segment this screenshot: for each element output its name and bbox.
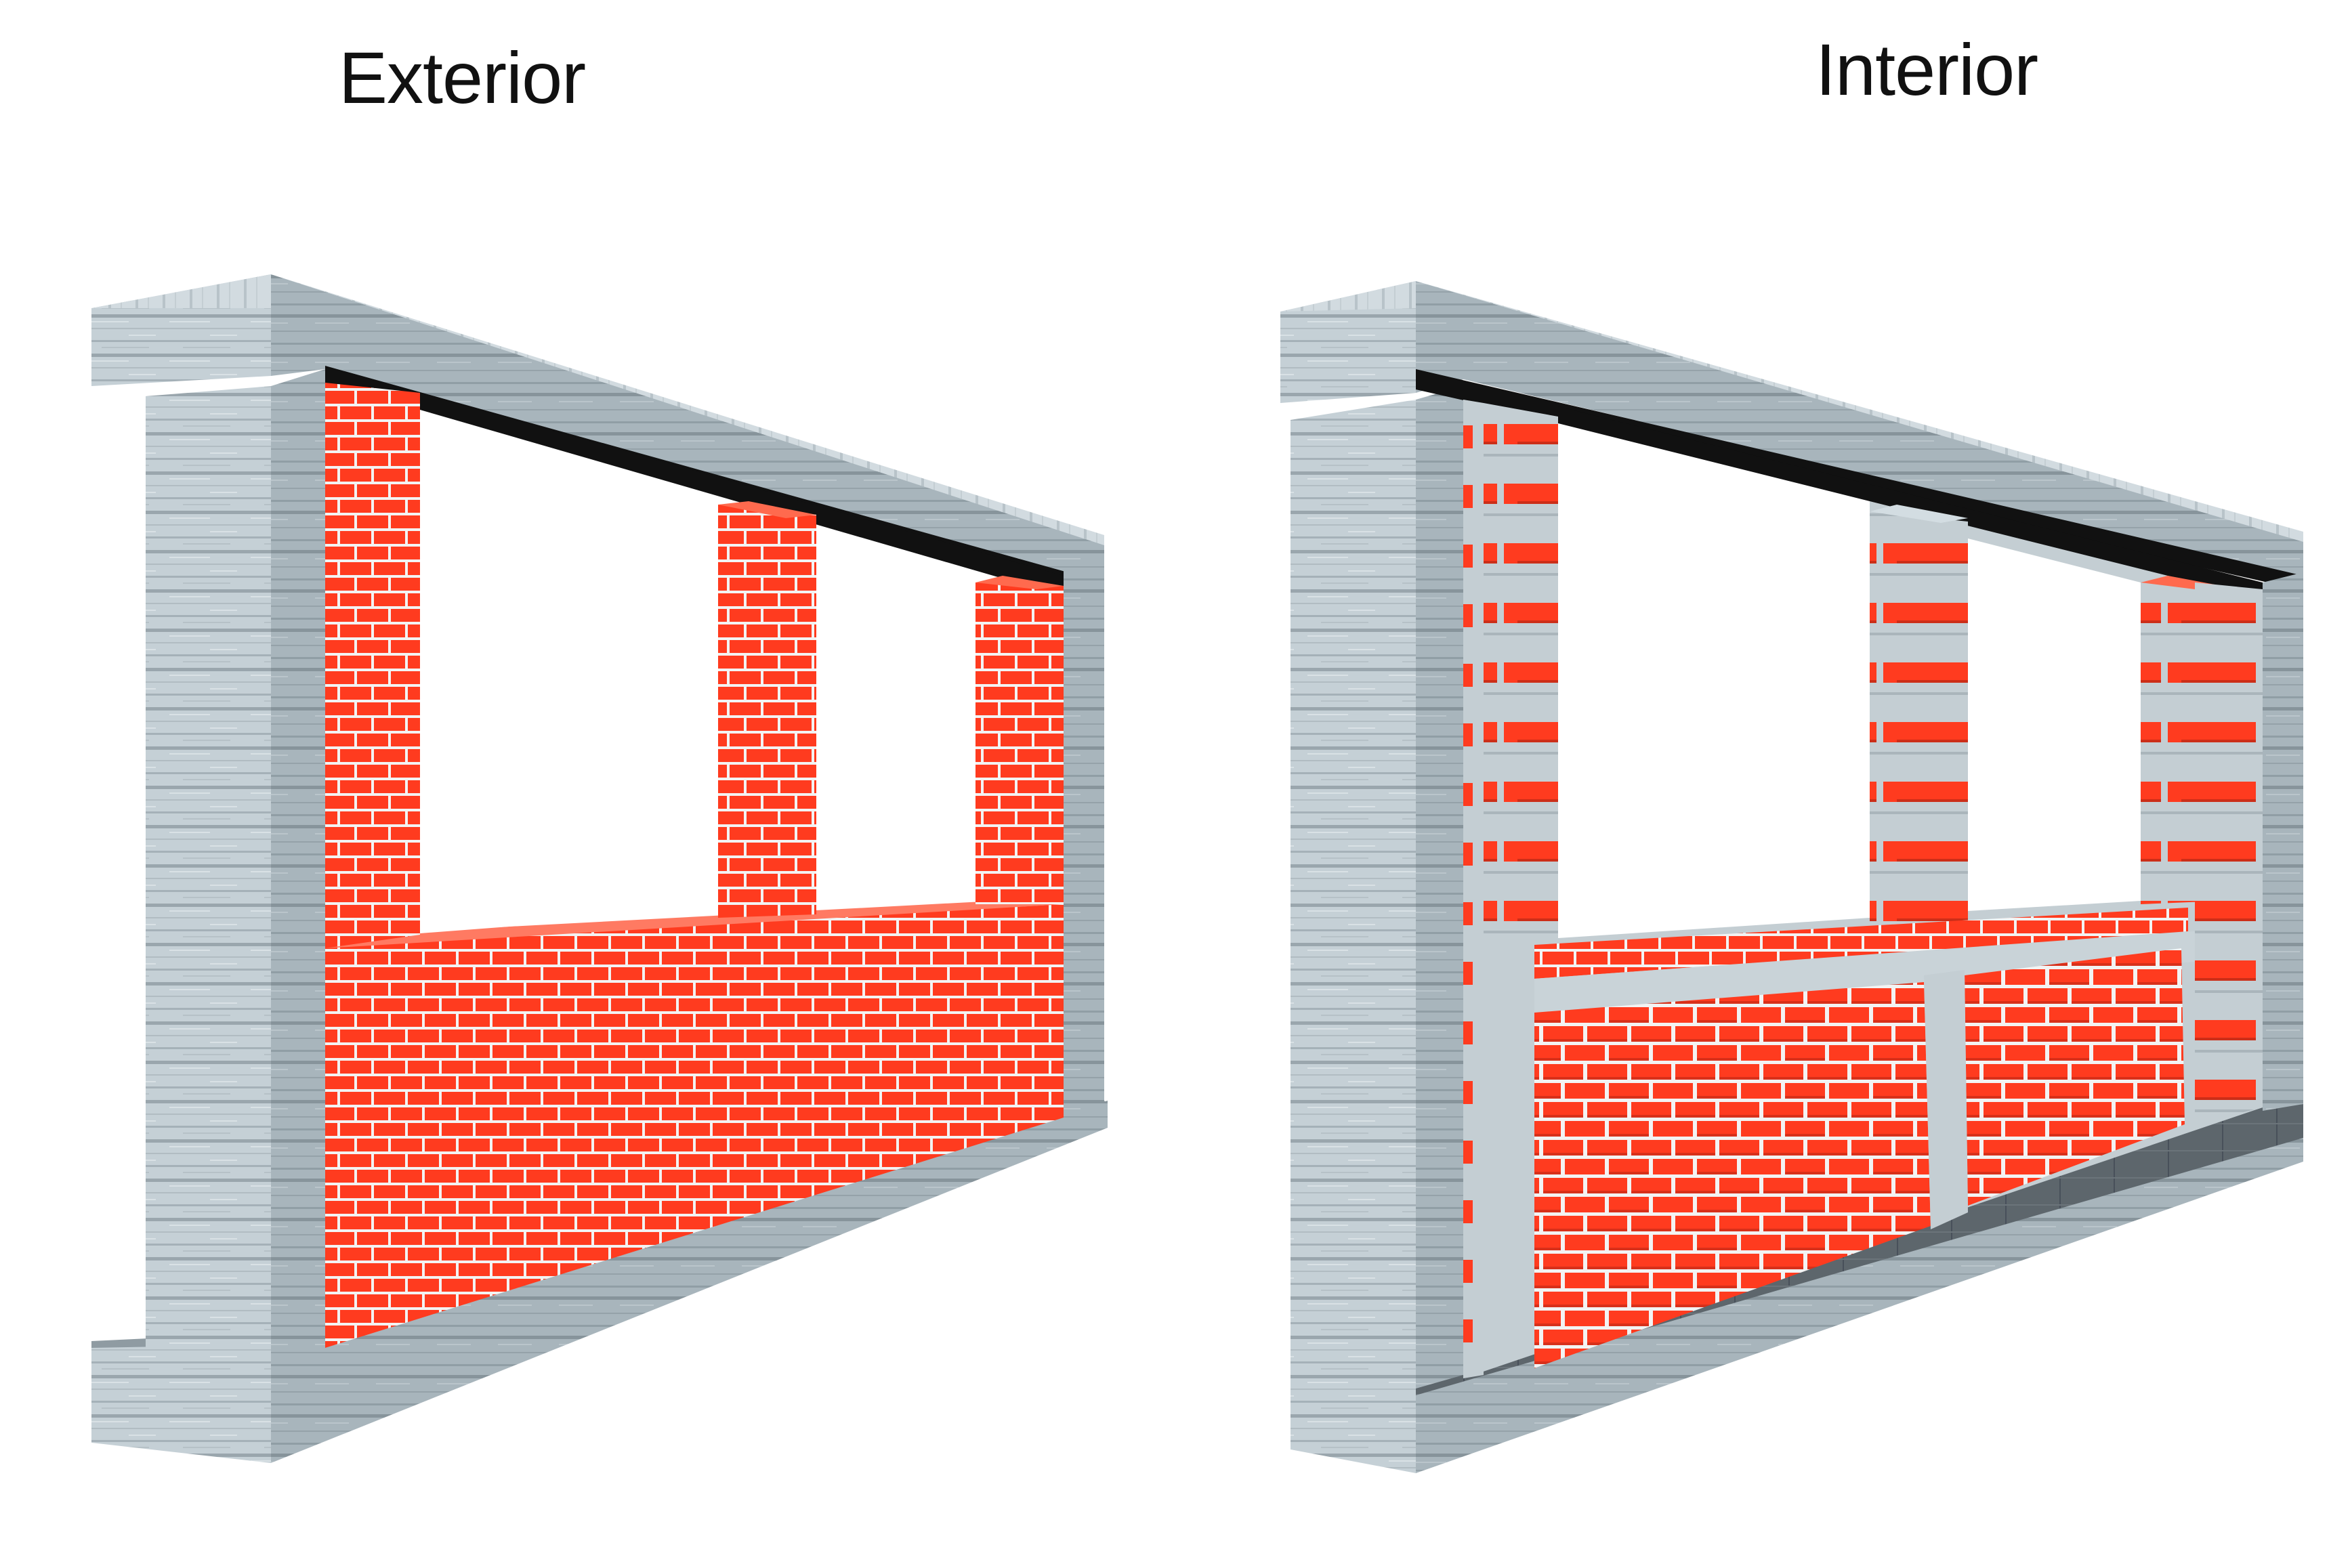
exterior-brick-pier-right-top: [975, 576, 1064, 589]
exterior-brick-pier-right-front: [975, 582, 1064, 904]
exterior-bottom-slab-side: [271, 1101, 1108, 1463]
interior-right-column: [2263, 572, 2303, 1111]
interior-central-rib: [1924, 970, 1968, 1229]
exterior-brick-pier-middle-front: [718, 505, 816, 918]
interior-lintel-shadow: [1558, 406, 2263, 599]
interior-wall: [1280, 281, 2303, 1473]
exterior-sill-cap: [325, 901, 1064, 948]
interior-window-right: [1968, 538, 2141, 911]
exterior-window-right: [816, 528, 975, 908]
interior-beam-side: [1416, 281, 2303, 579]
exterior-window-left: [420, 406, 715, 933]
exterior-beam-side: [271, 274, 1104, 586]
interior-bottom-slab-side: [1416, 1138, 2303, 1473]
interior-window-left: [1558, 417, 1870, 938]
exterior-lower-brick-wall: [325, 904, 1064, 1348]
interior-brick-pier-middle-front: [1870, 511, 1968, 923]
exterior-left-column-front: [146, 386, 271, 1443]
interior-left-column-side: [1416, 386, 1463, 1389]
interior-beam-front: [1280, 281, 1416, 403]
exterior-brick-pier-middle-top: [718, 501, 816, 518]
exterior-left-column-side: [271, 369, 325, 1443]
interior-title: Interior: [1816, 28, 2038, 110]
exterior-beam-top: [91, 274, 1104, 552]
interior-bottom-slab-front: [1291, 1375, 1416, 1473]
interior-beam-underside: [1416, 369, 2303, 586]
exterior-wall: [91, 274, 1108, 1463]
interior-brick-pier-middle-top: [1870, 505, 1968, 523]
interior-right-header-column: [2195, 582, 2263, 1124]
interior-lower-brick-right: [1965, 948, 2185, 1206]
interior-left-column-front: [1291, 400, 1416, 1389]
exterior-title: Exterior: [339, 37, 586, 119]
interior-sill-brick-course: [1534, 908, 2188, 979]
interior-beam-top: [1280, 281, 2303, 549]
exterior-right-column: [1064, 549, 1104, 1124]
exterior-lintel-shadow: [420, 393, 1064, 596]
exterior-brick-pier-left: [325, 383, 420, 948]
interior-grey-band: [1534, 931, 2195, 1013]
interior-edge-brick-strip: [1463, 400, 1484, 1378]
interior-lower-brick-left: [1534, 982, 1931, 1368]
interior-brick-pier-left: [1484, 403, 1558, 955]
